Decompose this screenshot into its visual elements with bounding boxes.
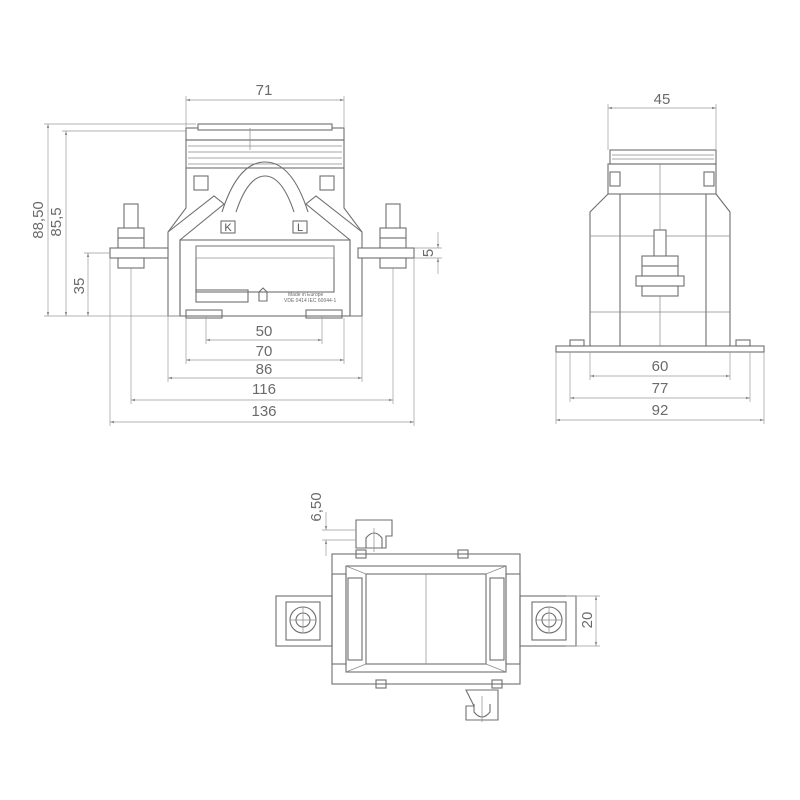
dim-86: 86 [256,361,273,378]
dim-45: 45 [654,91,671,108]
terminal-k-label: K [224,222,232,234]
top-view: 6,50 20 [275,492,600,722]
dim-20: 20 [579,612,596,629]
dim-35: 35 [71,278,88,295]
dim-70: 70 [256,343,273,360]
terminal-l-label: L [297,222,303,234]
side-view: 45 60 77 92 [555,91,765,424]
dim-50: 50 [256,323,273,340]
dim-77: 77 [652,380,669,397]
dim-88-50: 88,50 [30,201,47,239]
dim-92: 92 [652,402,669,419]
label-made-in: Made in Europe [288,292,324,298]
dim-6-50: 6,50 [308,492,325,521]
front-view: K L Made in Europe VDE 0414 IEC 60044-1 … [30,82,442,426]
dim-71: 71 [256,82,273,99]
dim-136: 136 [251,403,276,420]
dim-60: 60 [652,358,669,375]
label-standard: VDE 0414 IEC 60044-1 [284,298,336,304]
dim-85-5: 85,5 [48,207,65,236]
dim-5: 5 [420,249,437,257]
dim-116: 116 [252,381,276,398]
